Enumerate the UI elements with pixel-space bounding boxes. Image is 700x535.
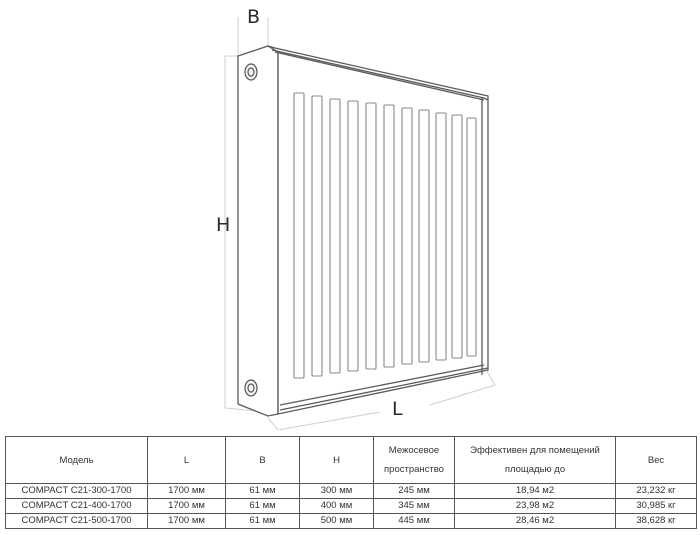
radiator-drawing-icon [224, 17, 496, 431]
table-row: COMPACT C21-300-1700 1700 мм 61 мм 300 м… [5, 483, 697, 499]
dimension-l-label: L [392, 398, 403, 420]
radiator-diagram: B H L [216, 6, 496, 431]
header-model: Модель [5, 436, 148, 484]
dimension-b-label: B [247, 6, 261, 28]
table-row: COMPACT C21-400-1700 1700 мм 61 мм 400 м… [5, 498, 697, 514]
header-length: L [147, 436, 226, 484]
header-height: H [299, 436, 374, 484]
table-row: COMPACT C21-500-1700 1700 мм 61 мм 500 м… [5, 513, 697, 529]
specifications-table: Модель L B H Межосевое пространство Эффе… [5, 436, 697, 529]
header-effective-area: Эффективен для помещений площадью до [454, 436, 616, 484]
header-weight: Вес [615, 436, 697, 484]
header-depth: B [225, 436, 300, 484]
header-axis-spacing: Межосевое пространство [373, 436, 455, 484]
table-header-row: Модель L B H Межосевое пространство Эффе… [5, 436, 697, 484]
dimension-h-label: H [216, 214, 231, 236]
